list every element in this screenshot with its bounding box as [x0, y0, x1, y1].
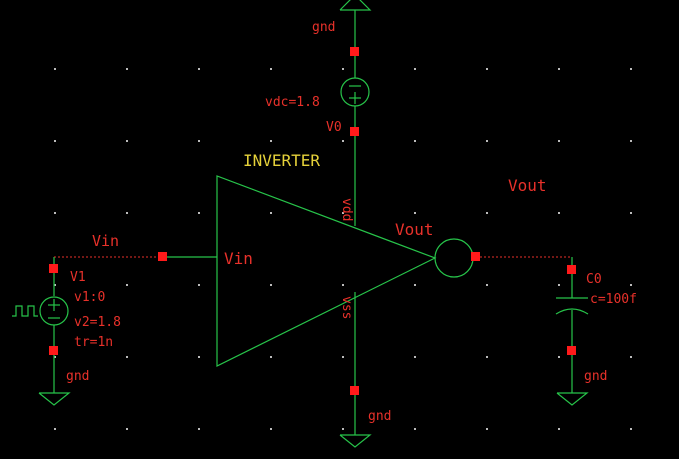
grid-dot	[414, 428, 416, 430]
grid-dot	[558, 356, 560, 358]
grid-dot	[198, 140, 200, 142]
grid-dot	[486, 428, 488, 430]
pin-c0-bottom[interactable]	[567, 346, 576, 355]
capacitor-curved-plate	[555, 308, 589, 315]
grid-dot	[414, 68, 416, 70]
capacitor-c0[interactable]	[555, 297, 589, 315]
grid-dot	[270, 140, 272, 142]
grid-dot	[342, 284, 344, 286]
grid-dot	[270, 428, 272, 430]
pin-v1-bottom[interactable]	[49, 346, 58, 355]
grid-dots	[54, 68, 632, 430]
label-vout-pin: Vout	[395, 220, 434, 239]
grid-dot	[54, 284, 56, 286]
grid-dot	[270, 212, 272, 214]
ground-icon	[38, 392, 71, 406]
label-vss-pin: vss	[339, 296, 354, 319]
label-gnd-cap: gnd	[584, 369, 607, 384]
grid-dot	[342, 68, 344, 70]
grid-dot	[342, 140, 344, 142]
grid-dot	[126, 212, 128, 214]
label-v1-v2: v2=1.8	[74, 315, 121, 330]
grid-dot	[558, 428, 560, 430]
grid-dot	[558, 284, 560, 286]
label-v0-name: V0	[326, 120, 342, 135]
grid-dot	[54, 428, 56, 430]
grid-dot	[486, 212, 488, 214]
ground-icon	[556, 392, 589, 406]
label-v1-v1: v1:0	[74, 290, 105, 305]
inverter-ground-symbol[interactable]	[339, 434, 372, 448]
label-vdd-pin: vdd	[339, 198, 354, 221]
grid-dot	[198, 284, 200, 286]
grid-dot	[486, 356, 488, 358]
grid-dot	[126, 428, 128, 430]
pin-vout-net[interactable]	[471, 252, 480, 261]
ground-icon	[339, 434, 372, 448]
label-gnd-inverter: gnd	[368, 409, 391, 424]
grid-dot	[558, 212, 560, 214]
grid-dot	[630, 356, 632, 358]
label-v1-tr: tr=1n	[74, 335, 113, 350]
grid-dot	[342, 212, 344, 214]
label-vout-net: Vout	[508, 176, 547, 195]
grid-dot	[630, 212, 632, 214]
label-vin-net: Vin	[92, 232, 119, 250]
grid-dot	[486, 68, 488, 70]
grid-dot	[558, 68, 560, 70]
grid-dot	[486, 140, 488, 142]
grid-dot	[54, 212, 56, 214]
pin-gnd-top[interactable]	[350, 47, 359, 56]
grid-dot	[126, 140, 128, 142]
grid-dot	[198, 68, 200, 70]
inverter-triangle-icon	[216, 175, 437, 367]
label-v1-name: V1	[70, 270, 86, 285]
grid-dot	[630, 284, 632, 286]
source-ground-symbol[interactable]	[38, 392, 71, 406]
pin-v1-top[interactable]	[49, 264, 58, 273]
grid-dot	[126, 356, 128, 358]
grid-dot	[486, 284, 488, 286]
cap-ground-symbol[interactable]	[556, 392, 589, 406]
grid-dot	[630, 428, 632, 430]
label-vin-pin: Vin	[224, 249, 253, 268]
grid-dot	[270, 284, 272, 286]
label-gnd-source: gnd	[66, 369, 89, 384]
label-gnd-top: gnd	[312, 20, 335, 35]
grid-dot	[198, 428, 200, 430]
pulse-waveform-icon	[12, 305, 38, 317]
grid-dot	[630, 68, 632, 70]
grid-dot	[414, 284, 416, 286]
grid-dot	[126, 284, 128, 286]
grid-dot	[342, 428, 344, 430]
grid-dot	[198, 212, 200, 214]
grid-dot	[126, 68, 128, 70]
label-inverter-name: INVERTER	[243, 151, 320, 170]
pin-gnd-inverter[interactable]	[350, 386, 359, 395]
pin-c0-top[interactable]	[567, 265, 576, 274]
label-vdc-value: vdc=1.8	[265, 95, 320, 110]
grid-dot	[54, 68, 56, 70]
grid-dot	[342, 356, 344, 358]
pin-v0-bottom[interactable]	[350, 127, 359, 136]
grid-dot	[414, 140, 416, 142]
grid-dot	[558, 140, 560, 142]
grid-dot	[54, 140, 56, 142]
label-c0-value: c=100f	[590, 292, 637, 307]
grid-dot	[414, 212, 416, 214]
grid-dot	[270, 356, 272, 358]
grid-dot	[270, 68, 272, 70]
grid-dot	[198, 356, 200, 358]
grid-dot	[54, 356, 56, 358]
grid-dot	[630, 140, 632, 142]
pin-vin-net[interactable]	[158, 252, 167, 261]
grid-dot	[414, 356, 416, 358]
label-c0-name: C0	[586, 272, 602, 287]
